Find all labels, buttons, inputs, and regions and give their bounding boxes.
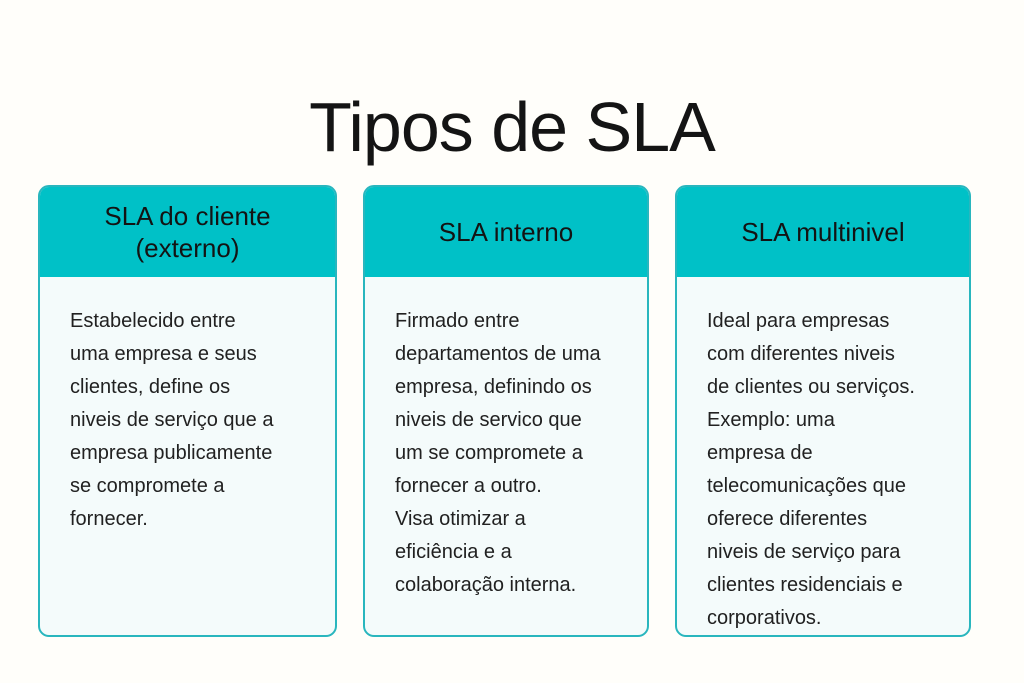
card-sla-cliente-externo: SLA do cliente (externo) Estabelecido en…	[38, 185, 337, 637]
page-title: Tipos de SLA	[309, 87, 716, 166]
card-header-sla-multinivel: SLA multinivel	[677, 187, 969, 277]
card-body-sla-multinivel: Ideal para empresas com diferentes nivei…	[707, 310, 915, 629]
sla-cards-row: SLA do cliente (externo) Estabelecido en…	[38, 185, 971, 637]
card-sla-interno: SLA interno Firmado entre departamentos …	[363, 185, 649, 637]
card-sla-multinivel: SLA multinivel Ideal para empresas com d…	[675, 185, 971, 637]
card-header-sla-interno: SLA interno	[365, 187, 647, 277]
card-header-sla-cliente-externo: SLA do cliente (externo)	[40, 187, 335, 277]
card-body-sla-cliente-externo: Estabelecido entre uma empresa e seus cl…	[70, 310, 274, 530]
card-body-sla-interno: Firmado entre departamentos de uma empre…	[395, 310, 601, 596]
